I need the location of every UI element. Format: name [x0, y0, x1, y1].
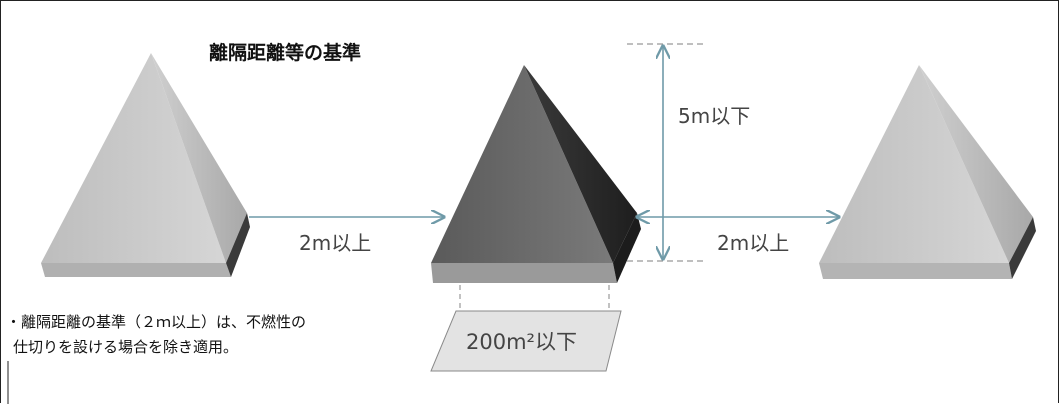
note-line-1: ・離隔距離の基準（２ｍ以上）は、不燃性の [6, 313, 306, 331]
diagram-title: 離隔距離等の基準 [209, 41, 361, 64]
spacing-right-label: 2m以上 [717, 231, 789, 255]
note-line-2: 仕切りを設ける場合を除き適用。 [13, 338, 238, 356]
height-label: 5m以下 [678, 104, 750, 128]
right-pile-pyramid [819, 65, 1036, 279]
center-pile-pyramid [431, 65, 641, 283]
area-label: 200m²以下 [466, 330, 577, 354]
left-pile-pyramid [41, 53, 250, 277]
area-footprint [430, 310, 622, 372]
spacing-left-label: 2m以上 [299, 231, 371, 255]
